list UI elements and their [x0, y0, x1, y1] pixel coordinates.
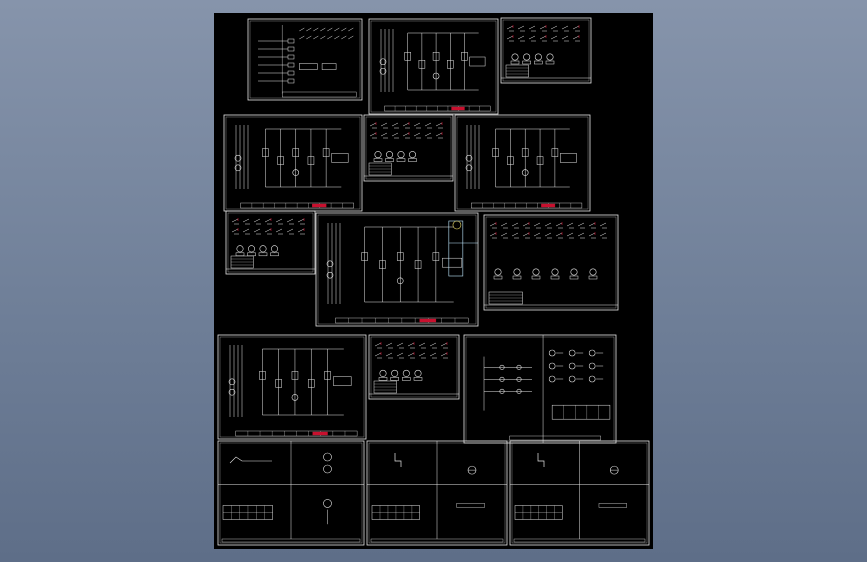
sheet-05[interactable] [363, 114, 454, 182]
sheet-11[interactable] [368, 334, 460, 400]
sheet-10[interactable] [217, 334, 367, 440]
sheet-03[interactable] [500, 17, 592, 84]
sheet-08[interactable] [315, 212, 479, 327]
sheet-01[interactable] [247, 18, 363, 101]
sheet-07[interactable] [225, 210, 316, 275]
sheet-14[interactable] [366, 440, 508, 546]
sheet-09[interactable] [483, 214, 619, 311]
sheet-06[interactable] [454, 114, 591, 212]
model-space[interactable] [214, 13, 653, 549]
sheet-04[interactable] [223, 114, 363, 212]
sheet-15[interactable] [509, 440, 650, 546]
drawing-canvas [217, 17, 650, 546]
sheet-12[interactable] [463, 334, 617, 444]
sheet-02[interactable] [368, 18, 499, 115]
sheet-13[interactable] [217, 440, 365, 546]
